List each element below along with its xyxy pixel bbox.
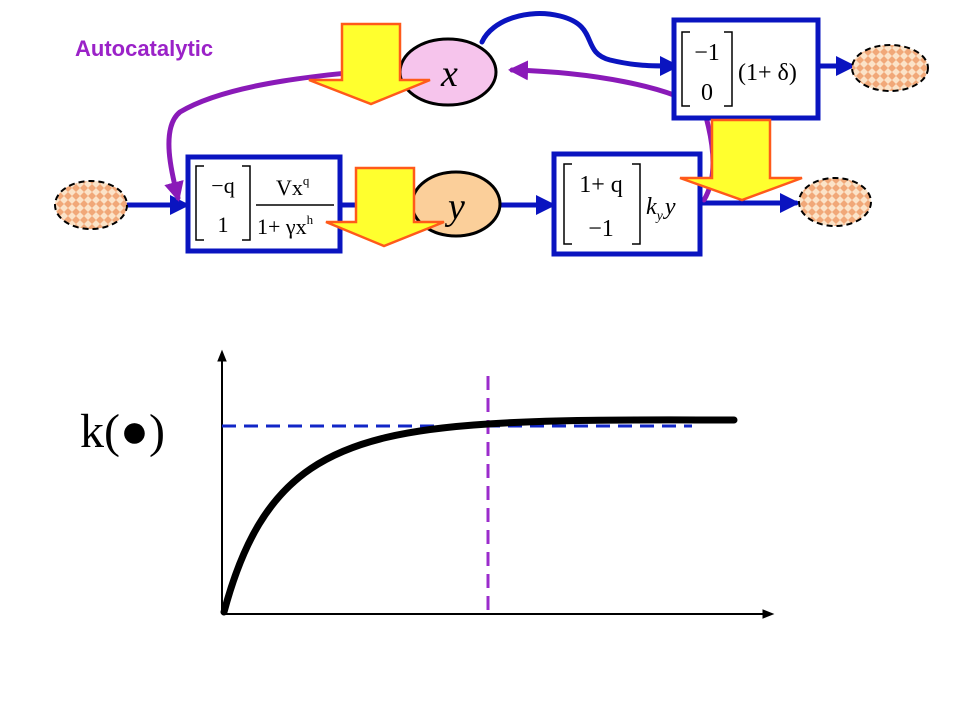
bracket-right: [242, 165, 251, 241]
block-arrow-x: [308, 22, 431, 106]
fraction-denominator: 1+ γxh: [257, 212, 314, 239]
block-arrow-leftbox: [325, 166, 445, 248]
node-x: x: [398, 37, 498, 107]
flow-x-to-topbox: [479, 11, 680, 76]
bracket-left: [681, 31, 690, 107]
vector-bottom: 1: [218, 212, 229, 237]
bracket-right: [724, 31, 733, 107]
vector-top: −1: [694, 40, 720, 66]
factor: (1+ δ): [738, 60, 797, 86]
diagram-title: Autocatalytic: [75, 36, 213, 61]
node-y-label: y: [444, 186, 465, 228]
vector-bottom: 0: [701, 80, 713, 106]
pool-top-right: [851, 44, 929, 92]
flux-box-bottom-left: −q 1 Vxq 1+ γxh: [185, 154, 343, 254]
vector-top: −q: [211, 173, 234, 198]
fraction-numerator: Vxq: [276, 173, 310, 200]
vector-top: 1+ q: [579, 172, 623, 198]
flux-box-bottom-right: 1+ q −1 kyy: [551, 151, 703, 257]
pool-left: [54, 180, 128, 230]
saturation-curve: [220, 416, 738, 616]
bracket-left: [563, 163, 572, 245]
bracket-right: [632, 163, 641, 245]
flux-box-bottom-right-frame: [551, 151, 703, 257]
rate-expression: kyy: [646, 194, 676, 224]
yellow-arrows: [308, 22, 803, 248]
flux-box-top-right: −1 0 (1+ δ): [671, 17, 821, 121]
flux-box-bottom-left-frame: [185, 154, 343, 254]
flux-box-top-right-frame: [671, 17, 821, 121]
saturation-plot: k(●): [80, 349, 775, 619]
plot-y-label: k(●): [80, 405, 165, 458]
pool-right: [798, 177, 872, 227]
bracket-left: [195, 165, 204, 241]
block-arrow-rightbox: [679, 118, 803, 202]
node-x-label: x: [440, 53, 458, 95]
vector-bottom: −1: [588, 216, 614, 242]
